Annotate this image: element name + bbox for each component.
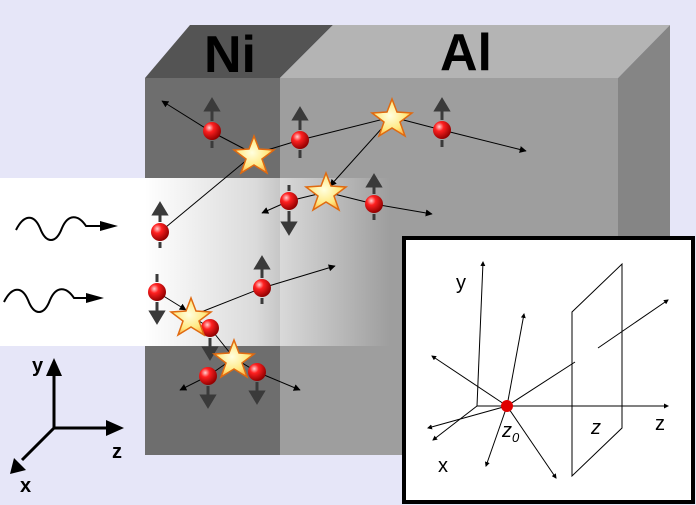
inset-panel: y z x z0 z bbox=[402, 236, 695, 504]
electrons bbox=[148, 121, 451, 385]
inset-origin-label-main: z bbox=[501, 420, 512, 442]
main-axis-x-label: x bbox=[20, 475, 31, 497]
electron bbox=[253, 279, 271, 297]
spin-down-arrow bbox=[148, 274, 166, 325]
main-axis-y-label: y bbox=[32, 355, 44, 377]
scatter-star bbox=[231, 133, 277, 175]
inset-z-label: z bbox=[655, 413, 665, 435]
electron bbox=[248, 363, 266, 381]
inset-plane-label: z bbox=[590, 417, 601, 439]
spin-up-arrow bbox=[365, 173, 383, 220]
inset-origin-label-sub: 0 bbox=[512, 430, 520, 445]
inset-source-point bbox=[501, 400, 513, 412]
main-axis-z-label: z bbox=[112, 441, 122, 463]
al-label: Al bbox=[440, 24, 492, 82]
electron bbox=[203, 122, 221, 140]
spin-down-arrow bbox=[280, 185, 298, 236]
ni-label: Ni bbox=[204, 26, 256, 84]
inset-origin-label: z0 bbox=[501, 420, 520, 445]
spin-up-arrow bbox=[433, 97, 451, 147]
scattering-stars bbox=[168, 96, 415, 379]
scatter-star bbox=[168, 295, 214, 337]
electron bbox=[148, 283, 166, 301]
light-wave-bottom bbox=[3, 288, 104, 313]
inset-y-label: y bbox=[456, 272, 466, 294]
light-band-outside bbox=[0, 178, 145, 346]
scatter-star bbox=[369, 96, 415, 138]
spin-up-arrow bbox=[203, 97, 221, 148]
ni-top-face bbox=[145, 25, 333, 78]
electron bbox=[433, 121, 451, 139]
electron bbox=[280, 192, 298, 210]
spin-arrows bbox=[148, 97, 451, 409]
light-wave-top bbox=[15, 216, 118, 241]
inset-emission-rays bbox=[427, 299, 669, 479]
inset-plane bbox=[571, 262, 623, 478]
spin-up-arrow bbox=[291, 106, 309, 158]
spin-up-arrow bbox=[253, 255, 271, 304]
spin-down-arrow bbox=[248, 382, 266, 405]
electron bbox=[199, 367, 217, 385]
electron bbox=[151, 223, 169, 241]
scatter-star bbox=[303, 170, 349, 212]
electron bbox=[201, 319, 219, 337]
electron bbox=[291, 131, 309, 149]
spin-down-arrow bbox=[201, 338, 219, 361]
main-axes bbox=[10, 358, 124, 474]
spin-down-arrow bbox=[199, 386, 217, 409]
scatter-star bbox=[211, 337, 257, 379]
spin-up-arrow bbox=[151, 201, 169, 248]
al-top-face bbox=[280, 25, 670, 78]
inset-x-label: x bbox=[438, 455, 448, 477]
electron bbox=[365, 195, 383, 213]
